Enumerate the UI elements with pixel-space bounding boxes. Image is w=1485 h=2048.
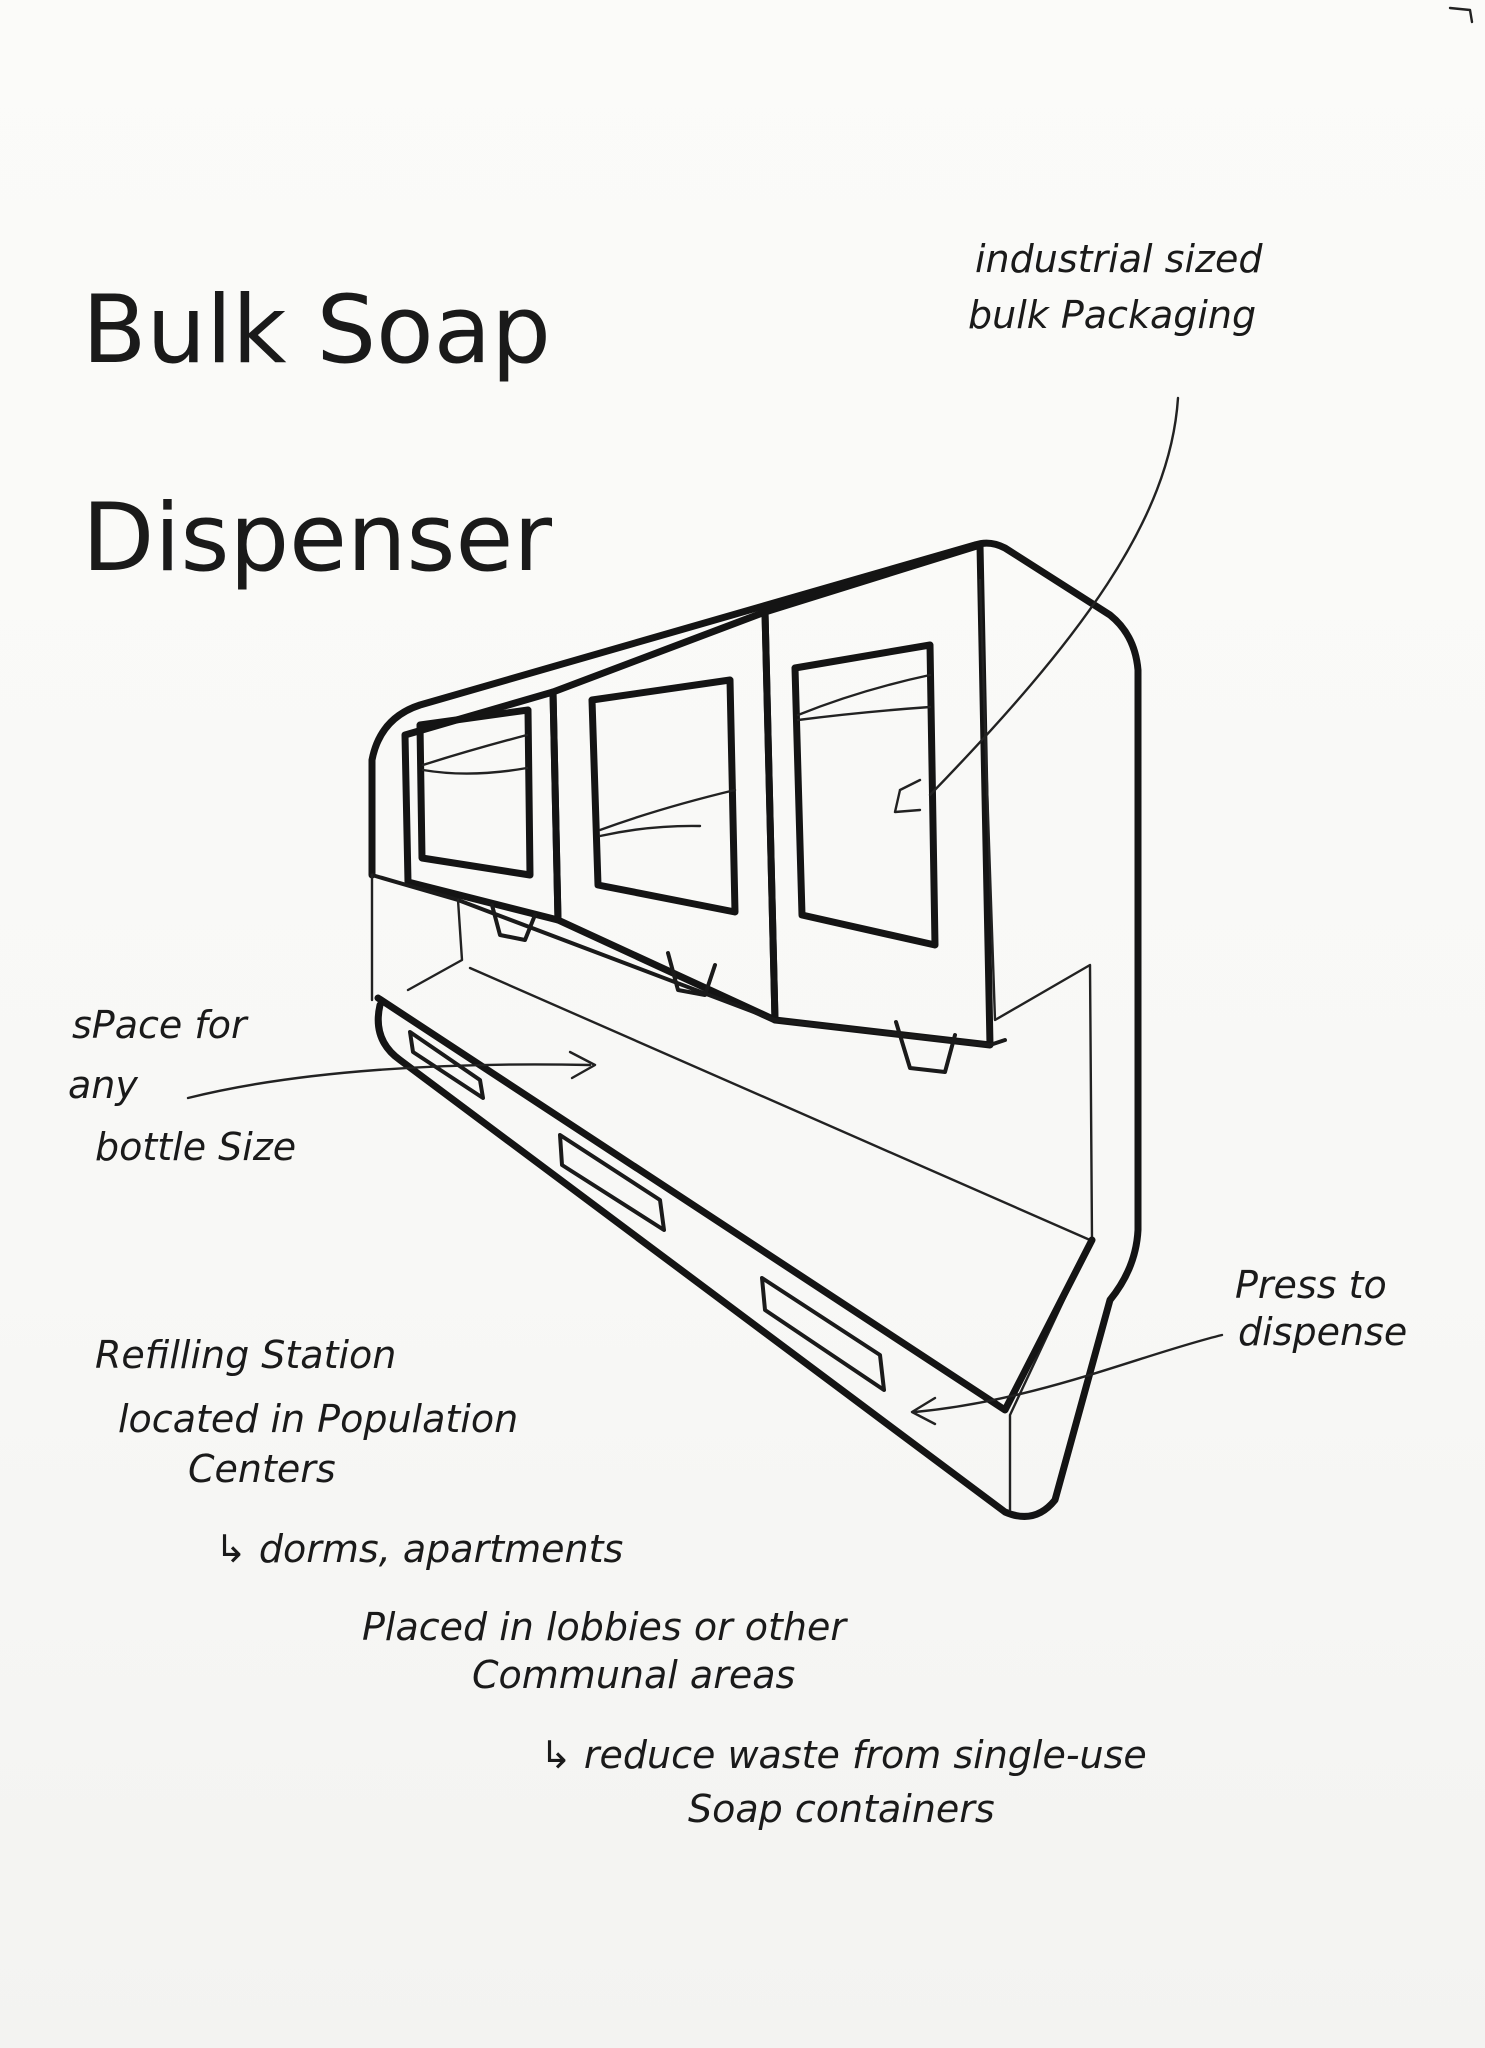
press-note-line-1: Press to: [1235, 1263, 1387, 1307]
packaging-note-line-2: bulk Packaging: [968, 293, 1256, 337]
bottle-note-line-2: any: [68, 1063, 138, 1107]
dispense-button-middle: [558, 1133, 666, 1232]
refill-note-line-8: Soap containers: [688, 1787, 995, 1831]
bottle-note-line-1: sPace for: [72, 1003, 249, 1047]
housing-outline: [368, 539, 1142, 1520]
window-middle: [588, 676, 739, 916]
soap-level-left: [421, 733, 529, 775]
title-line-1: Bulk Soap: [82, 276, 551, 385]
refill-note-line-2: located in Population: [118, 1397, 518, 1441]
nozzles: [490, 903, 957, 1074]
packaging-arrow-icon: [893, 778, 922, 814]
nozzle-left: [490, 903, 537, 942]
shelf-back-edge: [468, 966, 1092, 1242]
refill-note-line-1: Refilling Station: [95, 1333, 396, 1377]
nozzle-right: [894, 1020, 957, 1074]
window-left: [416, 706, 534, 879]
soap-level-right: [796, 673, 932, 722]
soap-level-middle: [598, 788, 737, 838]
refill-note-line-5: Placed in lobbies or other: [362, 1605, 848, 1649]
refill-note-line-7: ↳ reduce waste from single-use: [540, 1733, 1147, 1777]
window-right: [791, 641, 939, 949]
packaging-note-line-1: industrial sized: [975, 237, 1263, 281]
nozzle-middle: [666, 951, 717, 997]
press-leader: [913, 1333, 1224, 1414]
dispense-button-left: [408, 1030, 485, 1100]
page-corner-mark: [1448, 6, 1474, 24]
bottle-leader: [186, 1063, 592, 1100]
refill-note-line-4: ↳ dorms, apartments: [215, 1527, 623, 1571]
compartment-middle: [549, 608, 779, 1024]
bottle-arrow-icon: [568, 1050, 597, 1080]
shelf-front-lip: [374, 994, 1096, 1414]
refill-note-line-6: Communal areas: [472, 1653, 795, 1697]
packaging-leader: [928, 396, 1180, 797]
title-line-2: Dispenser: [82, 484, 552, 593]
bottle-note-line-3: bottle Size: [95, 1125, 296, 1169]
back-wall-left: [370, 873, 464, 1002]
right-side-panel: [978, 578, 1094, 1512]
press-arrow-icon: [910, 1396, 937, 1426]
dispenser-body: [368, 539, 1142, 1520]
dispense-buttons: [408, 1030, 886, 1392]
compartment-windows: [416, 641, 939, 949]
dispense-button-right: [760, 1276, 886, 1392]
cabinet-bottom-edge: [370, 873, 1007, 1047]
refill-note-line-3: Centers: [188, 1447, 336, 1491]
press-note-line-2: dispense: [1238, 1310, 1407, 1354]
